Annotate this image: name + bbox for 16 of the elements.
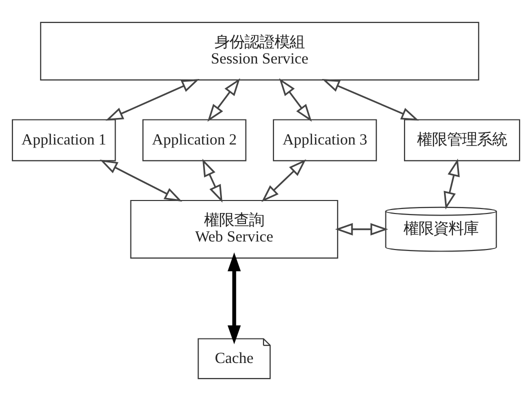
arrow	[279, 78, 312, 122]
node-box: 權限管理系統	[404, 119, 520, 162]
arrow	[100, 160, 182, 202]
node-box: Application 2	[142, 119, 246, 162]
arrow	[335, 223, 388, 236]
node-box: 身份認證模組 Session Service	[40, 22, 480, 80]
arrow	[207, 78, 240, 122]
arrow	[261, 159, 306, 202]
node-box: Application 1	[12, 119, 116, 162]
node-box: 權限查詢 Web Service	[130, 200, 338, 259]
arrow	[322, 79, 419, 121]
arrow	[444, 158, 460, 210]
arrow	[202, 158, 222, 203]
node-box: Application 3	[272, 119, 377, 162]
arrow	[106, 78, 200, 121]
arrow	[228, 252, 241, 344]
